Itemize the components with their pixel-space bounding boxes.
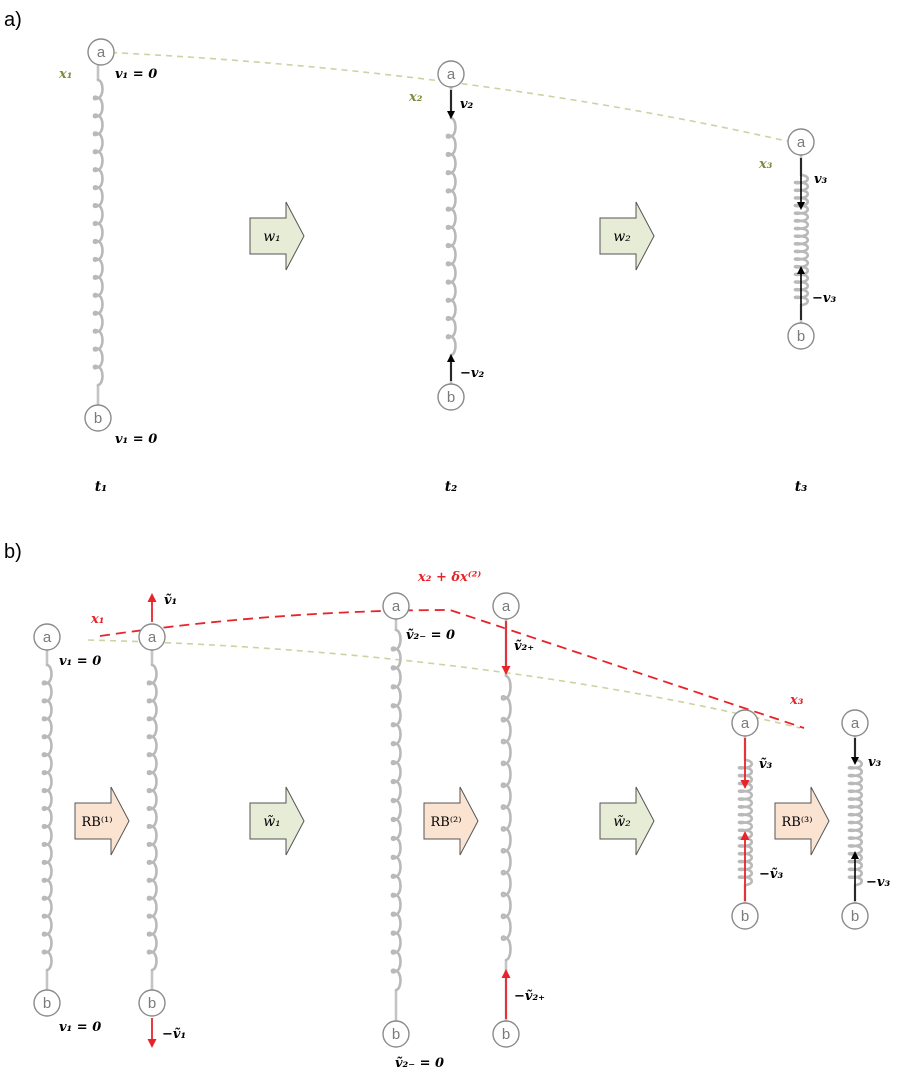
node-a-b2: a: [138, 623, 166, 651]
label-vt2-minus-top: ṽ₂₋ = 0: [406, 628, 455, 643]
node-b-b6: b: [841, 902, 869, 930]
time-t3: t₃: [795, 479, 808, 495]
svg-text:b: b: [797, 328, 805, 345]
svg-text:b: b: [741, 908, 749, 925]
panel-b-label: b): [4, 541, 22, 563]
svg-text:a: a: [851, 715, 860, 732]
label-x2-plus-delta: x₂ + δx⁽²⁾: [417, 570, 481, 585]
svg-text:w̃₁: w̃₁: [263, 814, 281, 830]
node-b-b5: b: [731, 902, 759, 930]
node-b-t1: b: [84, 404, 112, 432]
svg-text:w₁: w₁: [263, 229, 281, 245]
label-minus-vt1: −ṽ₁: [162, 1027, 186, 1042]
svg-text:w₂: w₂: [613, 229, 631, 245]
label-v3-b: v₃: [868, 755, 882, 770]
label-vt2-plus: ṽ₂₊: [514, 639, 534, 654]
process-arrow-rb2: RB⁽²⁾: [423, 786, 479, 856]
svg-text:b: b: [447, 389, 455, 406]
trajectory-a: [99, 51, 805, 146]
node-b-b4: b: [492, 1020, 520, 1048]
label-v2: v₂: [460, 97, 474, 112]
node-b-b1: b: [33, 989, 61, 1017]
process-arrow-rb3: RB⁽³⁾: [774, 786, 830, 856]
node-a-t1: a: [87, 38, 115, 66]
svg-text:a: a: [741, 715, 750, 732]
process-arrow-wt2: w̃₂: [599, 786, 655, 856]
svg-text:a: a: [797, 134, 806, 151]
node-b-t3: b: [787, 322, 815, 350]
svg-text:b: b: [502, 1026, 510, 1043]
label-vt3: ṽ₃: [759, 757, 773, 772]
process-arrow-rb1: RB⁽¹⁾: [74, 786, 130, 856]
svg-text:RB⁽¹⁾: RB⁽¹⁾: [82, 815, 113, 830]
label-minus-vt3: −ṽ₃: [759, 867, 783, 882]
node-a-b4: a: [492, 592, 520, 620]
svg-text:a: a: [97, 44, 106, 61]
spring-b1: [41, 650, 53, 990]
label-v3-a: v₃: [814, 172, 828, 187]
node-a-b5: a: [731, 709, 759, 737]
process-arrow-w1: w₁: [249, 201, 305, 271]
time-t2: t₂: [445, 479, 458, 495]
label-v1-top-b: v₁ = 0: [59, 654, 101, 669]
node-a-b1: a: [33, 623, 61, 651]
label-x1-a: x₁: [58, 67, 72, 82]
label-x2-a: x₂: [408, 90, 423, 105]
label-x3-b: x₃: [789, 693, 804, 708]
label-vt1: ṽ₁: [164, 593, 177, 608]
node-b-b2: b: [138, 989, 166, 1017]
node-a-t2: a: [437, 60, 465, 88]
svg-text:b: b: [851, 908, 859, 925]
trajectory-b-green: [87, 639, 801, 729]
node-a-t3: a: [787, 128, 815, 156]
svg-text:a: a: [43, 629, 52, 646]
time-t1: t₁: [95, 479, 108, 495]
node-a-b6: a: [841, 709, 869, 737]
process-arrow-w2: w₂: [599, 201, 655, 271]
label-v1-bottom-a: v₁ = 0: [115, 432, 157, 447]
label-x1-b: x₁: [90, 612, 104, 627]
node-b-t2: b: [437, 383, 465, 411]
label-v1-top-a: v₁ = 0: [115, 67, 157, 82]
spring-b2: [146, 650, 158, 990]
svg-text:a: a: [148, 629, 157, 646]
svg-text:RB⁽²⁾: RB⁽²⁾: [431, 815, 462, 830]
svg-text:RB⁽³⁾: RB⁽³⁾: [782, 815, 813, 830]
process-arrow-wt1: w̃₁: [249, 786, 305, 856]
svg-text:a: a: [392, 598, 401, 615]
label-v1-bottom-b: v₁ = 0: [59, 1020, 101, 1035]
svg-text:a: a: [447, 66, 456, 83]
svg-text:b: b: [148, 995, 156, 1012]
label-minus-v2: −v₂: [460, 366, 484, 381]
svg-text:a: a: [502, 598, 511, 615]
spring-t2: [445, 87, 457, 384]
label-minus-v3-a: −v₃: [812, 291, 836, 306]
label-vt2-minus-bottom: ṽ₂₋ = 0: [395, 1056, 444, 1071]
node-b-b3: b: [382, 1020, 410, 1048]
label-minus-v3-b: −v₃: [866, 875, 890, 890]
svg-text:b: b: [94, 410, 102, 427]
panel-a-label: a): [4, 9, 22, 31]
spring-t1: [92, 65, 104, 405]
spring-b4: [500, 619, 512, 1021]
svg-text:b: b: [392, 1026, 400, 1043]
label-x3-a: x₃: [758, 157, 773, 172]
label-minus-vt2-plus: −ṽ₂₊: [514, 989, 545, 1004]
svg-text:w̃₂: w̃₂: [613, 814, 631, 830]
svg-text:b: b: [43, 995, 51, 1012]
spring-b3: [390, 619, 402, 1021]
springs-panel-b: [41, 619, 863, 1021]
node-a-b3: a: [382, 592, 410, 620]
